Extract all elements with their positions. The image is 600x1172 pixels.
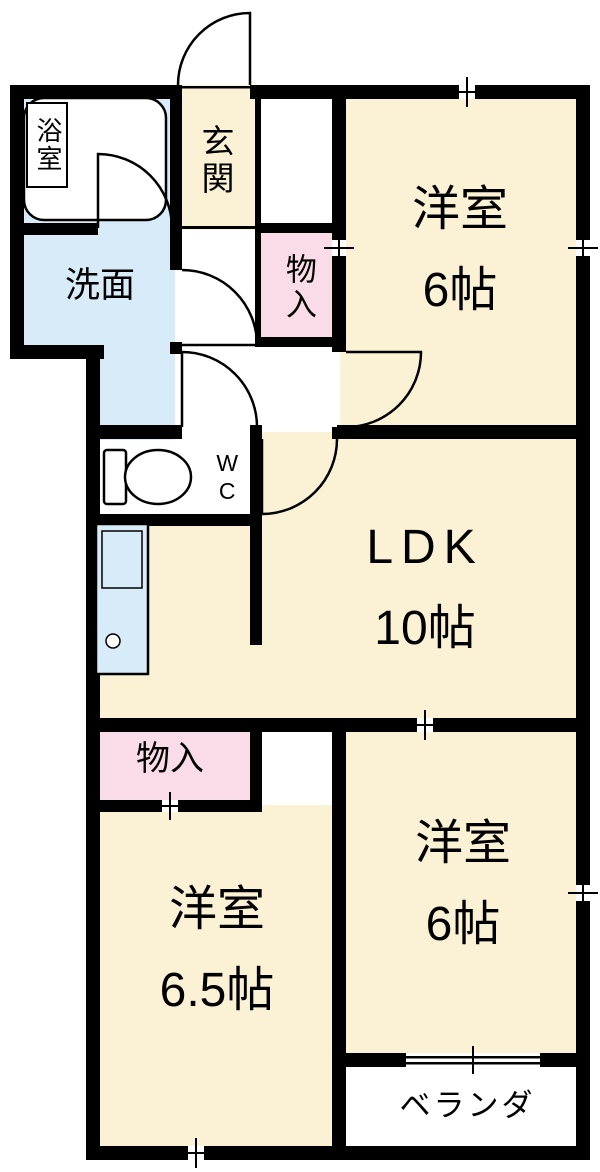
wc-label: WC xyxy=(214,450,241,506)
western-right-label: 洋室 6帖 xyxy=(360,816,566,952)
closet-upper-label: 物入 xyxy=(280,253,316,323)
washroom-door-arc xyxy=(181,268,259,347)
room-veranda xyxy=(346,1060,580,1146)
tick xyxy=(324,240,354,256)
bath-door-arc xyxy=(96,152,174,229)
tick xyxy=(417,710,433,740)
room-western-right xyxy=(346,725,580,1053)
western-top-label: 洋室 6帖 xyxy=(350,182,570,318)
ldk-size: 10帖 xyxy=(374,602,476,656)
room-closet-lower xyxy=(90,725,255,805)
tick xyxy=(459,77,475,107)
western-left-size: 6.5帖 xyxy=(159,964,275,1018)
western-right-size: 6帖 xyxy=(425,898,501,952)
door-arcs xyxy=(96,11,423,516)
veranda-label: ベランダ xyxy=(399,1088,536,1123)
toilet-icon xyxy=(102,448,193,506)
washroom-label: 洗面 xyxy=(64,266,135,305)
window-ticks xyxy=(162,77,598,1168)
room-fills xyxy=(15,85,580,1150)
western-right-name: 洋室 xyxy=(414,817,511,870)
kitchen-sink-icon xyxy=(94,522,150,676)
western-top-name: 洋室 xyxy=(411,183,508,236)
closet-lower-label: 物入 xyxy=(136,740,204,778)
tick xyxy=(188,1138,204,1168)
ldk-name: LDK xyxy=(366,521,484,574)
tick xyxy=(568,240,598,256)
tick xyxy=(162,792,178,820)
room-western-top xyxy=(340,90,580,432)
western-left-label: 洋室 6.5帖 xyxy=(103,882,331,1018)
wc-door-arc xyxy=(180,350,259,428)
room-ldk xyxy=(90,432,580,725)
western-top-door-arc xyxy=(345,350,423,429)
western-left-name: 洋室 xyxy=(168,883,265,936)
room-western-left xyxy=(90,805,340,1150)
bath-label: 浴室 xyxy=(26,102,68,188)
tick xyxy=(568,885,598,901)
room-entrance xyxy=(175,85,257,230)
entrance-label: 玄関 xyxy=(196,124,234,198)
entrance-door-arc xyxy=(176,11,252,86)
western-top-size: 6帖 xyxy=(422,264,498,318)
room-washroom xyxy=(15,230,175,440)
ldk-door-arc xyxy=(260,438,339,516)
room-closet-upper xyxy=(255,225,340,347)
ldk-label: LDK 10帖 xyxy=(290,520,560,656)
